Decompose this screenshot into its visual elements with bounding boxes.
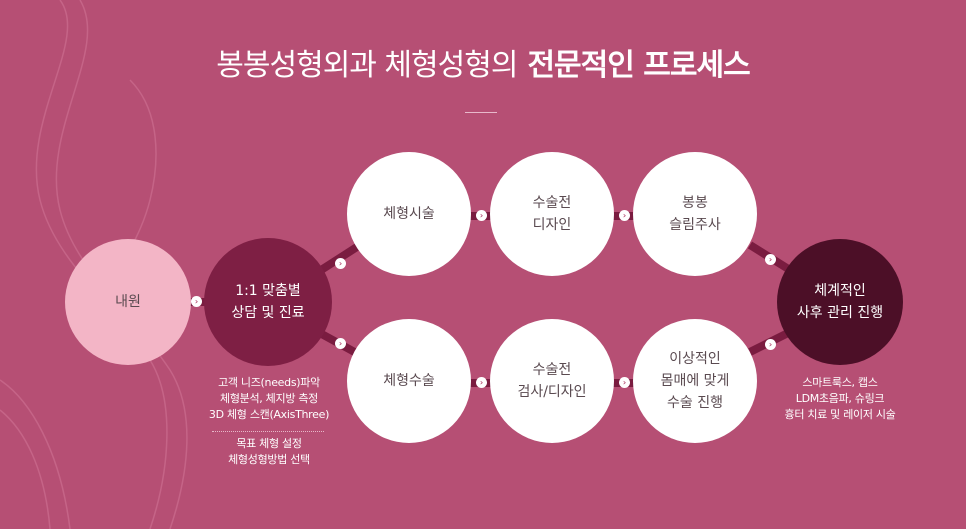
chevron-right-icon: ›: [619, 377, 630, 388]
node-body-procedure-label: 체형시술: [383, 206, 435, 222]
chevron-right-icon: ›: [765, 254, 776, 265]
node-ideal-surgery: 이상적인 몸매에 맞게 수술 진행: [633, 319, 757, 443]
note-analysis: 고객 니즈(needs)파악 체형분석, 체지방 측정 3D 체형 스캔(Axi…: [208, 376, 330, 421]
chevron-right-icon: ›: [476, 210, 487, 221]
note-goal: 목표 체형 설정 체형성형방법 선택: [228, 437, 310, 466]
chevron-right-icon: ›: [335, 338, 346, 349]
node-visit: 내원: [65, 239, 191, 365]
chevron-right-icon: ›: [335, 258, 346, 269]
node-visit-label: 내원: [115, 294, 141, 310]
title-underline: [465, 112, 497, 113]
node-surgery-exam-label: 수술전 검사/디자인: [517, 362, 587, 400]
chevron-right-icon: ›: [191, 296, 202, 307]
chevron-right-icon: ›: [619, 210, 630, 221]
note-aftercare: 스마트룩스, 캡스 LDM초음파, 슈링크 흉터 치료 및 레이저 시술: [784, 376, 896, 421]
node-bongbong-injection: 봉봉 슬림주사: [633, 152, 757, 276]
node-bongbong-injection-label: 봉봉 슬림주사: [669, 195, 721, 233]
node-body-procedure: 체형시술: [347, 152, 471, 276]
note-divider: [212, 431, 324, 432]
node-body-surgery-label: 체형수술: [383, 373, 435, 389]
title-bold: 전문적인 프로세스: [527, 48, 750, 83]
node-ideal-surgery-label: 이상적인 몸매에 맞게 수술 진행: [660, 351, 730, 411]
page-title: 봉봉성형외과 체형성형의 전문적인 프로세스: [0, 40, 966, 84]
node-aftercare-label: 체계적인 사후 관리 진행: [796, 283, 884, 321]
node-one-on-one-label: 1:1 맞춤별 상담 및 진료: [231, 283, 305, 321]
title-light: 봉봉성형외과 체형성형의: [216, 48, 518, 83]
node-aftercare: 체계적인 사후 관리 진행: [777, 239, 903, 365]
node-one-on-one-consult: 1:1 맞춤별 상담 및 진료: [204, 238, 332, 366]
node-procedure-design-label: 수술전 디자인: [532, 195, 572, 233]
chevron-right-icon: ›: [476, 377, 487, 388]
node-surgery-exam: 수술전 검사/디자인: [490, 319, 614, 443]
node-procedure-design: 수술전 디자인: [490, 152, 614, 276]
chevron-right-icon: ›: [765, 339, 776, 350]
node-body-surgery: 체형수술: [347, 319, 471, 443]
